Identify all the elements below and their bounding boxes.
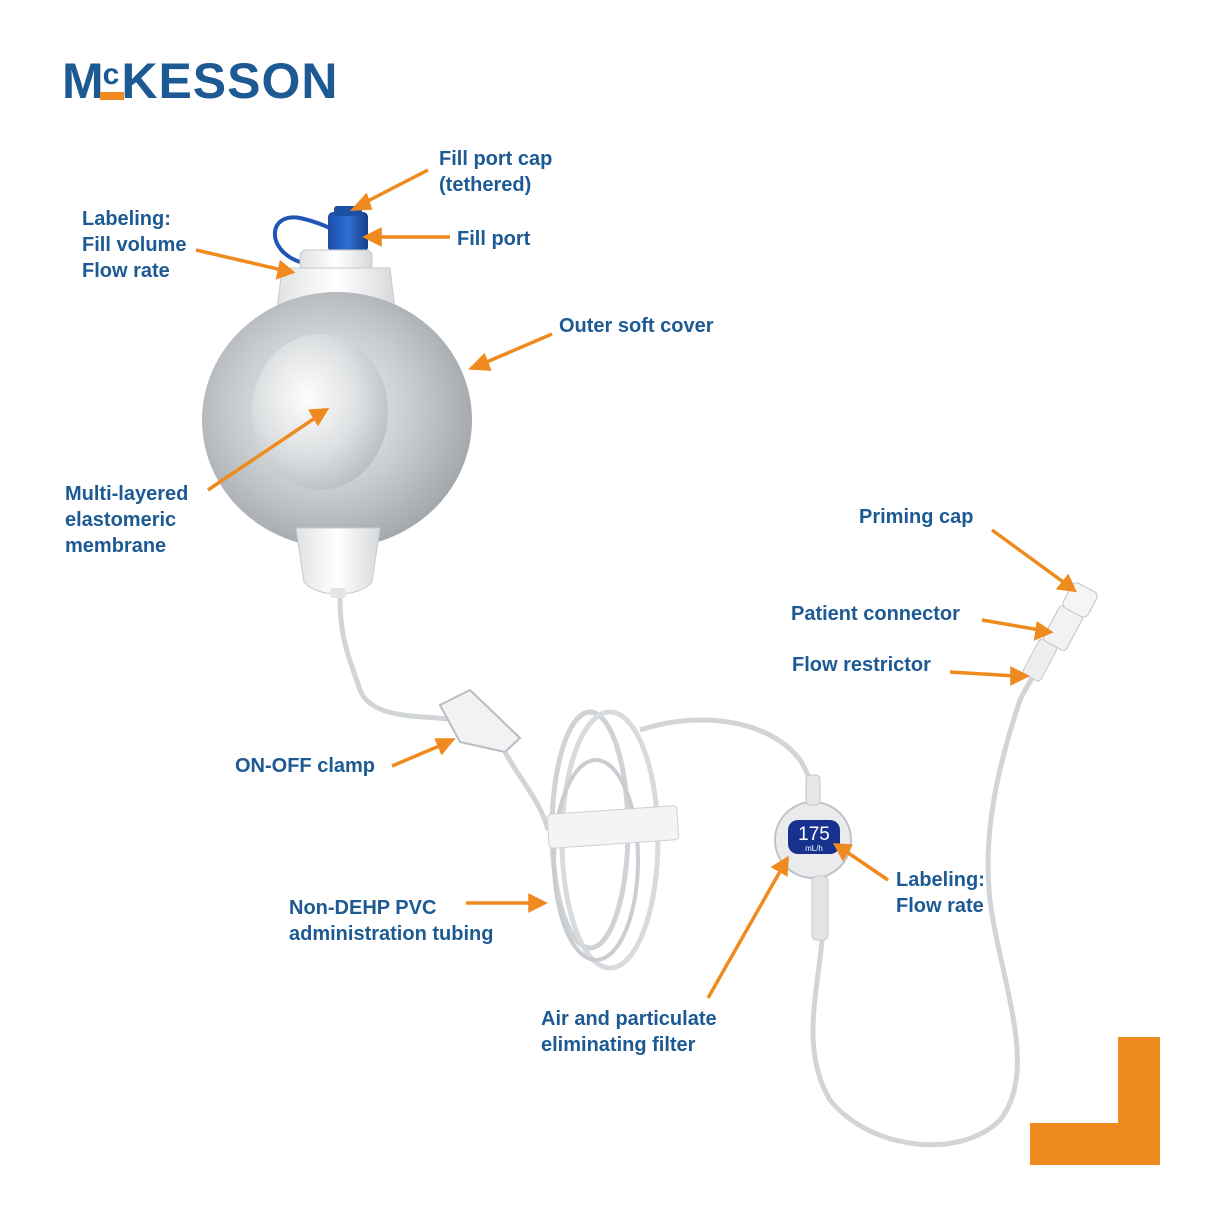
- fill-port-shape: [299, 249, 373, 271]
- tubing-upper: [337, 597, 459, 723]
- label-fill-port-cap: Fill port cap (tethered): [439, 148, 553, 196]
- label-filter: Air and particulate eliminating filter: [541, 1008, 717, 1056]
- tubing-coil-3: [552, 758, 640, 962]
- label-membrane: Multi-layered elastomeric membrane: [65, 483, 189, 557]
- label-tubing: Non-DEHP PVC administration tubing: [289, 897, 494, 945]
- logo-accent-bar: [100, 92, 124, 100]
- flow-rate-unit: mL/h: [805, 844, 823, 853]
- bottom-collar: [295, 527, 381, 595]
- label-priming-cap: Priming cap: [859, 506, 974, 528]
- label-fill-port: Fill port: [457, 228, 531, 250]
- corner-accent: [1030, 1037, 1160, 1165]
- label-flow-restrictor: Flow restrictor: [792, 654, 931, 676]
- callout-arrows: [195, 168, 1077, 999]
- logo-m: M: [62, 53, 105, 109]
- label-outer-soft-cover: Outer soft cover: [559, 315, 714, 337]
- logo-rest: KESSON: [121, 53, 339, 109]
- velcro-strap: [546, 805, 680, 849]
- fill-port-cap-shape: [328, 212, 368, 252]
- tether-loop: [272, 215, 339, 264]
- tubing-lower: [810, 658, 1047, 1148]
- logo-c: c: [102, 58, 121, 91]
- label-on-off-clamp: ON-OFF clamp: [235, 755, 376, 777]
- flow-rate-badge: [788, 820, 840, 854]
- label-patient-connector: Patient connector: [791, 603, 960, 625]
- clamp-shape: [438, 688, 522, 754]
- mckesson-logo: McKESSON: [62, 56, 339, 106]
- label-labeling-flow-rate: Labeling: Flow rate: [896, 869, 985, 917]
- label-labeling-fill-volume: Labeling: Fill volume Flow rate: [82, 208, 187, 282]
- flow-rate-value: 175: [798, 824, 830, 845]
